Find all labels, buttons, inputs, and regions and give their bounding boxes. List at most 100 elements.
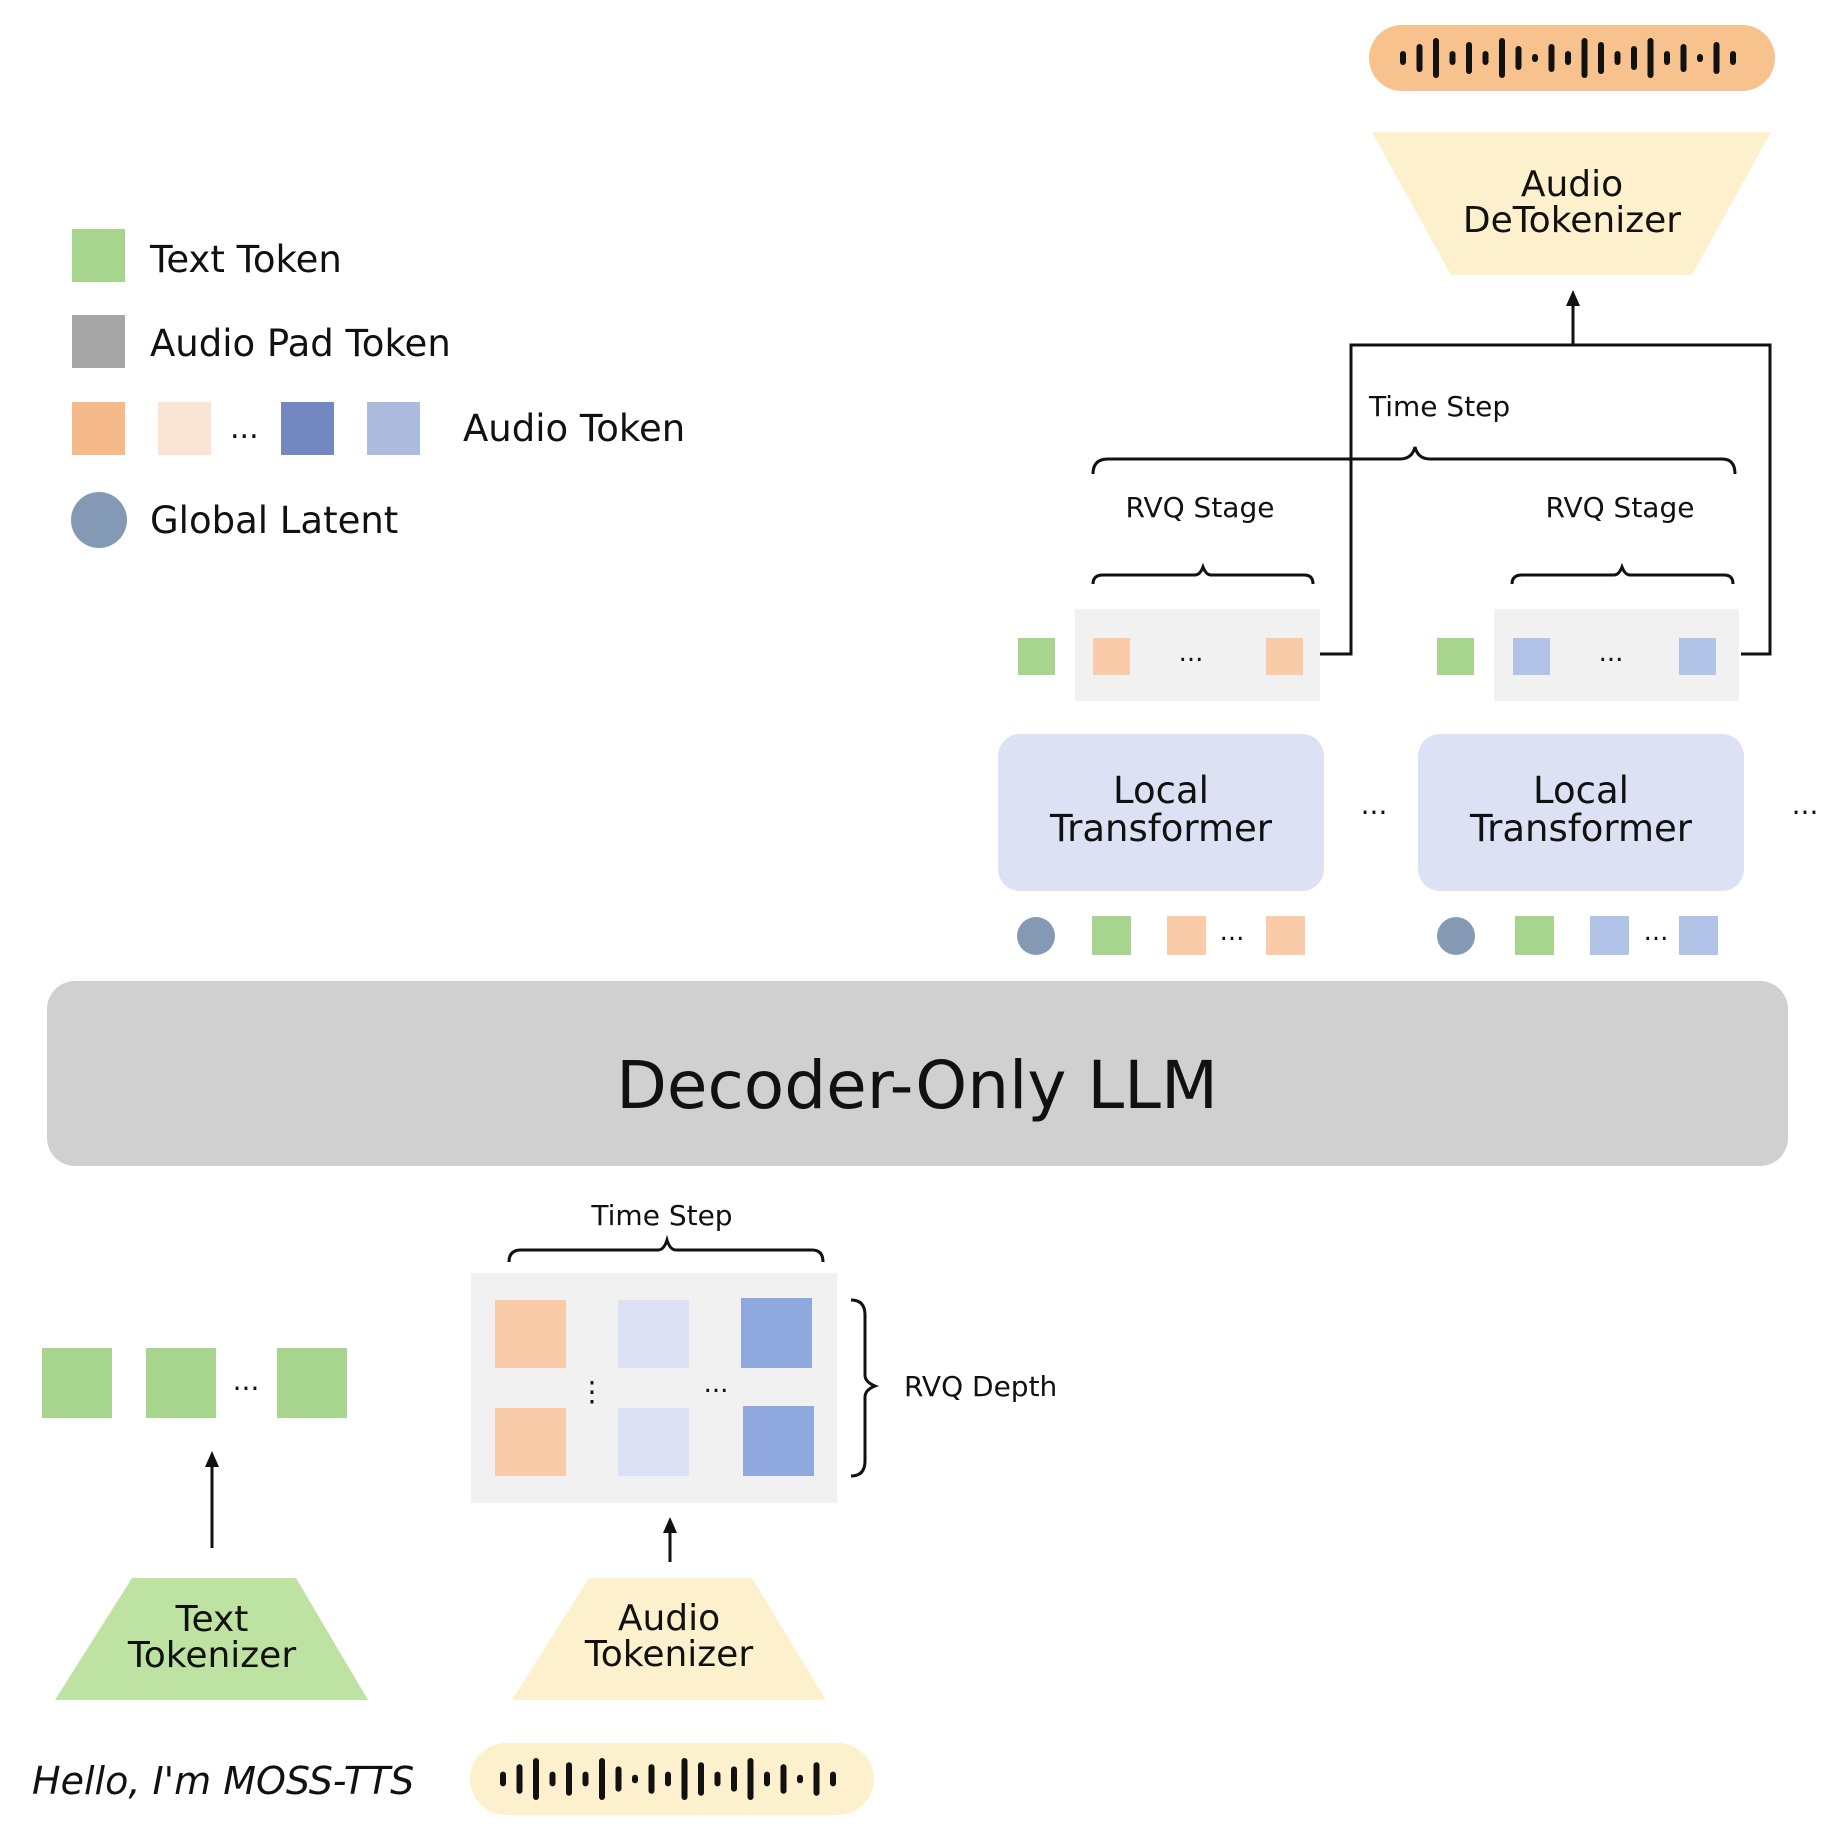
waveform-bar <box>599 1758 605 1800</box>
waveform-bar <box>500 1771 506 1787</box>
waveform-bar <box>1499 38 1505 78</box>
audio-token <box>741 1298 812 1368</box>
audio-tokenizer-arrow <box>663 1517 677 1562</box>
waveform-bar <box>1433 38 1439 78</box>
bottom-time-step-brace: Time Step <box>507 1199 825 1263</box>
output-waveform <box>1369 25 1775 91</box>
waveform-bar <box>665 1771 671 1787</box>
rvq-stage-right-token-2 <box>1679 638 1716 675</box>
local-transformer-right-label-1: Local <box>1533 769 1629 812</box>
legend-audio-pad-label: Audio Pad Token <box>150 322 451 365</box>
waveform-bar <box>615 1766 622 1792</box>
waveform-bar <box>1581 38 1588 78</box>
text-token <box>1515 916 1554 955</box>
legend-audio-pad-swatch <box>72 315 125 368</box>
waveform-bar <box>1713 42 1720 74</box>
audio-grid-vertical-ellipsis: ⋮ <box>578 1375 606 1408</box>
waveform-bar <box>1565 51 1571 65</box>
local-transformer-left-box <box>998 734 1324 891</box>
text-tokenizer-arrow <box>205 1451 219 1548</box>
waveform-bar <box>698 1762 704 1796</box>
rvq-stage-right-ellipsis: ... <box>1599 638 1624 668</box>
token-ellipsis: ... <box>1644 917 1669 947</box>
waveform-bar <box>681 1758 688 1800</box>
legend-audio-token-label: Audio Token <box>463 407 685 450</box>
legend-global-latent-label: Global Latent <box>150 499 398 542</box>
waveform-bar <box>1730 51 1736 65</box>
input-text: Hello, I'm MOSS-TTS <box>32 1759 414 1803</box>
waveform-bar <box>582 1771 589 1787</box>
local-transformer-right-inputs: ... <box>1437 916 1718 955</box>
local-transformer-left-label-2: Transformer <box>1049 807 1273 850</box>
legend-text-token-label: Text Token <box>149 238 342 281</box>
rvq-stage-left-label: RVQ Stage <box>1126 491 1275 524</box>
input-waveform-pill <box>470 1743 874 1815</box>
top-time-step-label: Time Step <box>1368 390 1510 423</box>
decoder-llm-box <box>47 981 1788 1166</box>
rvq-stage-right-text-token <box>1437 638 1474 675</box>
audio-token <box>1590 916 1629 955</box>
waveform-bar <box>1548 44 1555 72</box>
global-latent-token <box>1017 917 1055 955</box>
audio-grid-ellipsis: ... <box>704 1369 729 1399</box>
brace-icon <box>1091 562 1315 585</box>
audio-token <box>1167 916 1206 955</box>
rvq-stage-left-text-token <box>1018 638 1055 675</box>
top-time-step-brace: Time Step <box>1091 390 1737 475</box>
waveform-bar <box>1400 51 1406 65</box>
rvq-depth-label: RVQ Depth <box>904 1370 1057 1403</box>
waveform-bar <box>1416 44 1423 72</box>
waveform-bar <box>1466 42 1472 74</box>
text-token <box>42 1348 112 1418</box>
arrowhead-icon <box>663 1517 677 1533</box>
waveform-icon <box>500 1758 836 1800</box>
local-transformer-left-inputs: ... <box>1017 916 1305 955</box>
waveform-bar <box>1614 51 1621 65</box>
detokenizer-arrow <box>1566 290 1580 345</box>
legend-text-token-swatch <box>72 229 125 282</box>
token-ellipsis: ... <box>1220 917 1245 947</box>
bottom-time-step-label: Time Step <box>590 1199 732 1232</box>
rvq-stage-left-ellipsis: ... <box>1179 638 1204 668</box>
audio-token <box>618 1300 689 1368</box>
audio-token <box>618 1408 689 1476</box>
waveform-icon <box>1400 38 1736 78</box>
waveform-bar <box>533 1758 539 1800</box>
text-token <box>1092 916 1131 955</box>
local-transformer-left-label-1: Local <box>1113 769 1209 812</box>
text-tokenizer-shape <box>55 1578 368 1700</box>
rvq-depth-brace: RVQ Depth <box>850 1298 1057 1478</box>
audio-token <box>743 1406 814 1476</box>
waveform-bar <box>780 1764 787 1794</box>
arrowhead-icon <box>1566 290 1580 306</box>
rvq-stage-right: RVQ Stage ... <box>1437 491 1739 701</box>
audio-token <box>1266 916 1305 955</box>
waveform-bar <box>1697 54 1703 62</box>
rvq-stage-left-token-1 <box>1093 638 1130 675</box>
rvq-stage-left-token-2 <box>1266 638 1303 675</box>
waveform-bar <box>566 1762 572 1796</box>
waveform-bar <box>632 1774 638 1784</box>
rvq-stage-left: RVQ Stage ... <box>1018 491 1320 701</box>
text-token-row: ... <box>42 1348 347 1418</box>
audio-detokenizer: Audio DeTokenizer <box>1372 132 1771 275</box>
legend: Text Token Audio Pad Token ... Audio Tok… <box>71 229 685 548</box>
local-transformer-right-label-2: Transformer <box>1469 807 1693 850</box>
legend-ellipsis: ... <box>230 411 259 446</box>
local-transformer-trailing-ellipsis: ... <box>1792 788 1819 821</box>
brace-icon <box>507 1234 825 1263</box>
local-transformer-between-ellipsis: ... <box>1361 788 1388 821</box>
audio-detokenizer-label-1: Audio <box>1521 164 1623 205</box>
waveform-bar <box>1532 54 1538 62</box>
rvq-connectors <box>1320 343 1772 656</box>
legend-audio-blue-swatch <box>281 402 334 455</box>
text-token-ellipsis: ... <box>233 1364 260 1397</box>
local-transformer-right: Local Transformer <box>1418 734 1744 891</box>
brace-icon <box>850 1298 880 1478</box>
waveform-bar <box>1598 42 1604 74</box>
text-token <box>146 1348 216 1418</box>
audio-rvq-grid: ⋮ ... <box>471 1273 837 1503</box>
brace-icon <box>1091 446 1737 475</box>
waveform-bar <box>813 1762 820 1796</box>
